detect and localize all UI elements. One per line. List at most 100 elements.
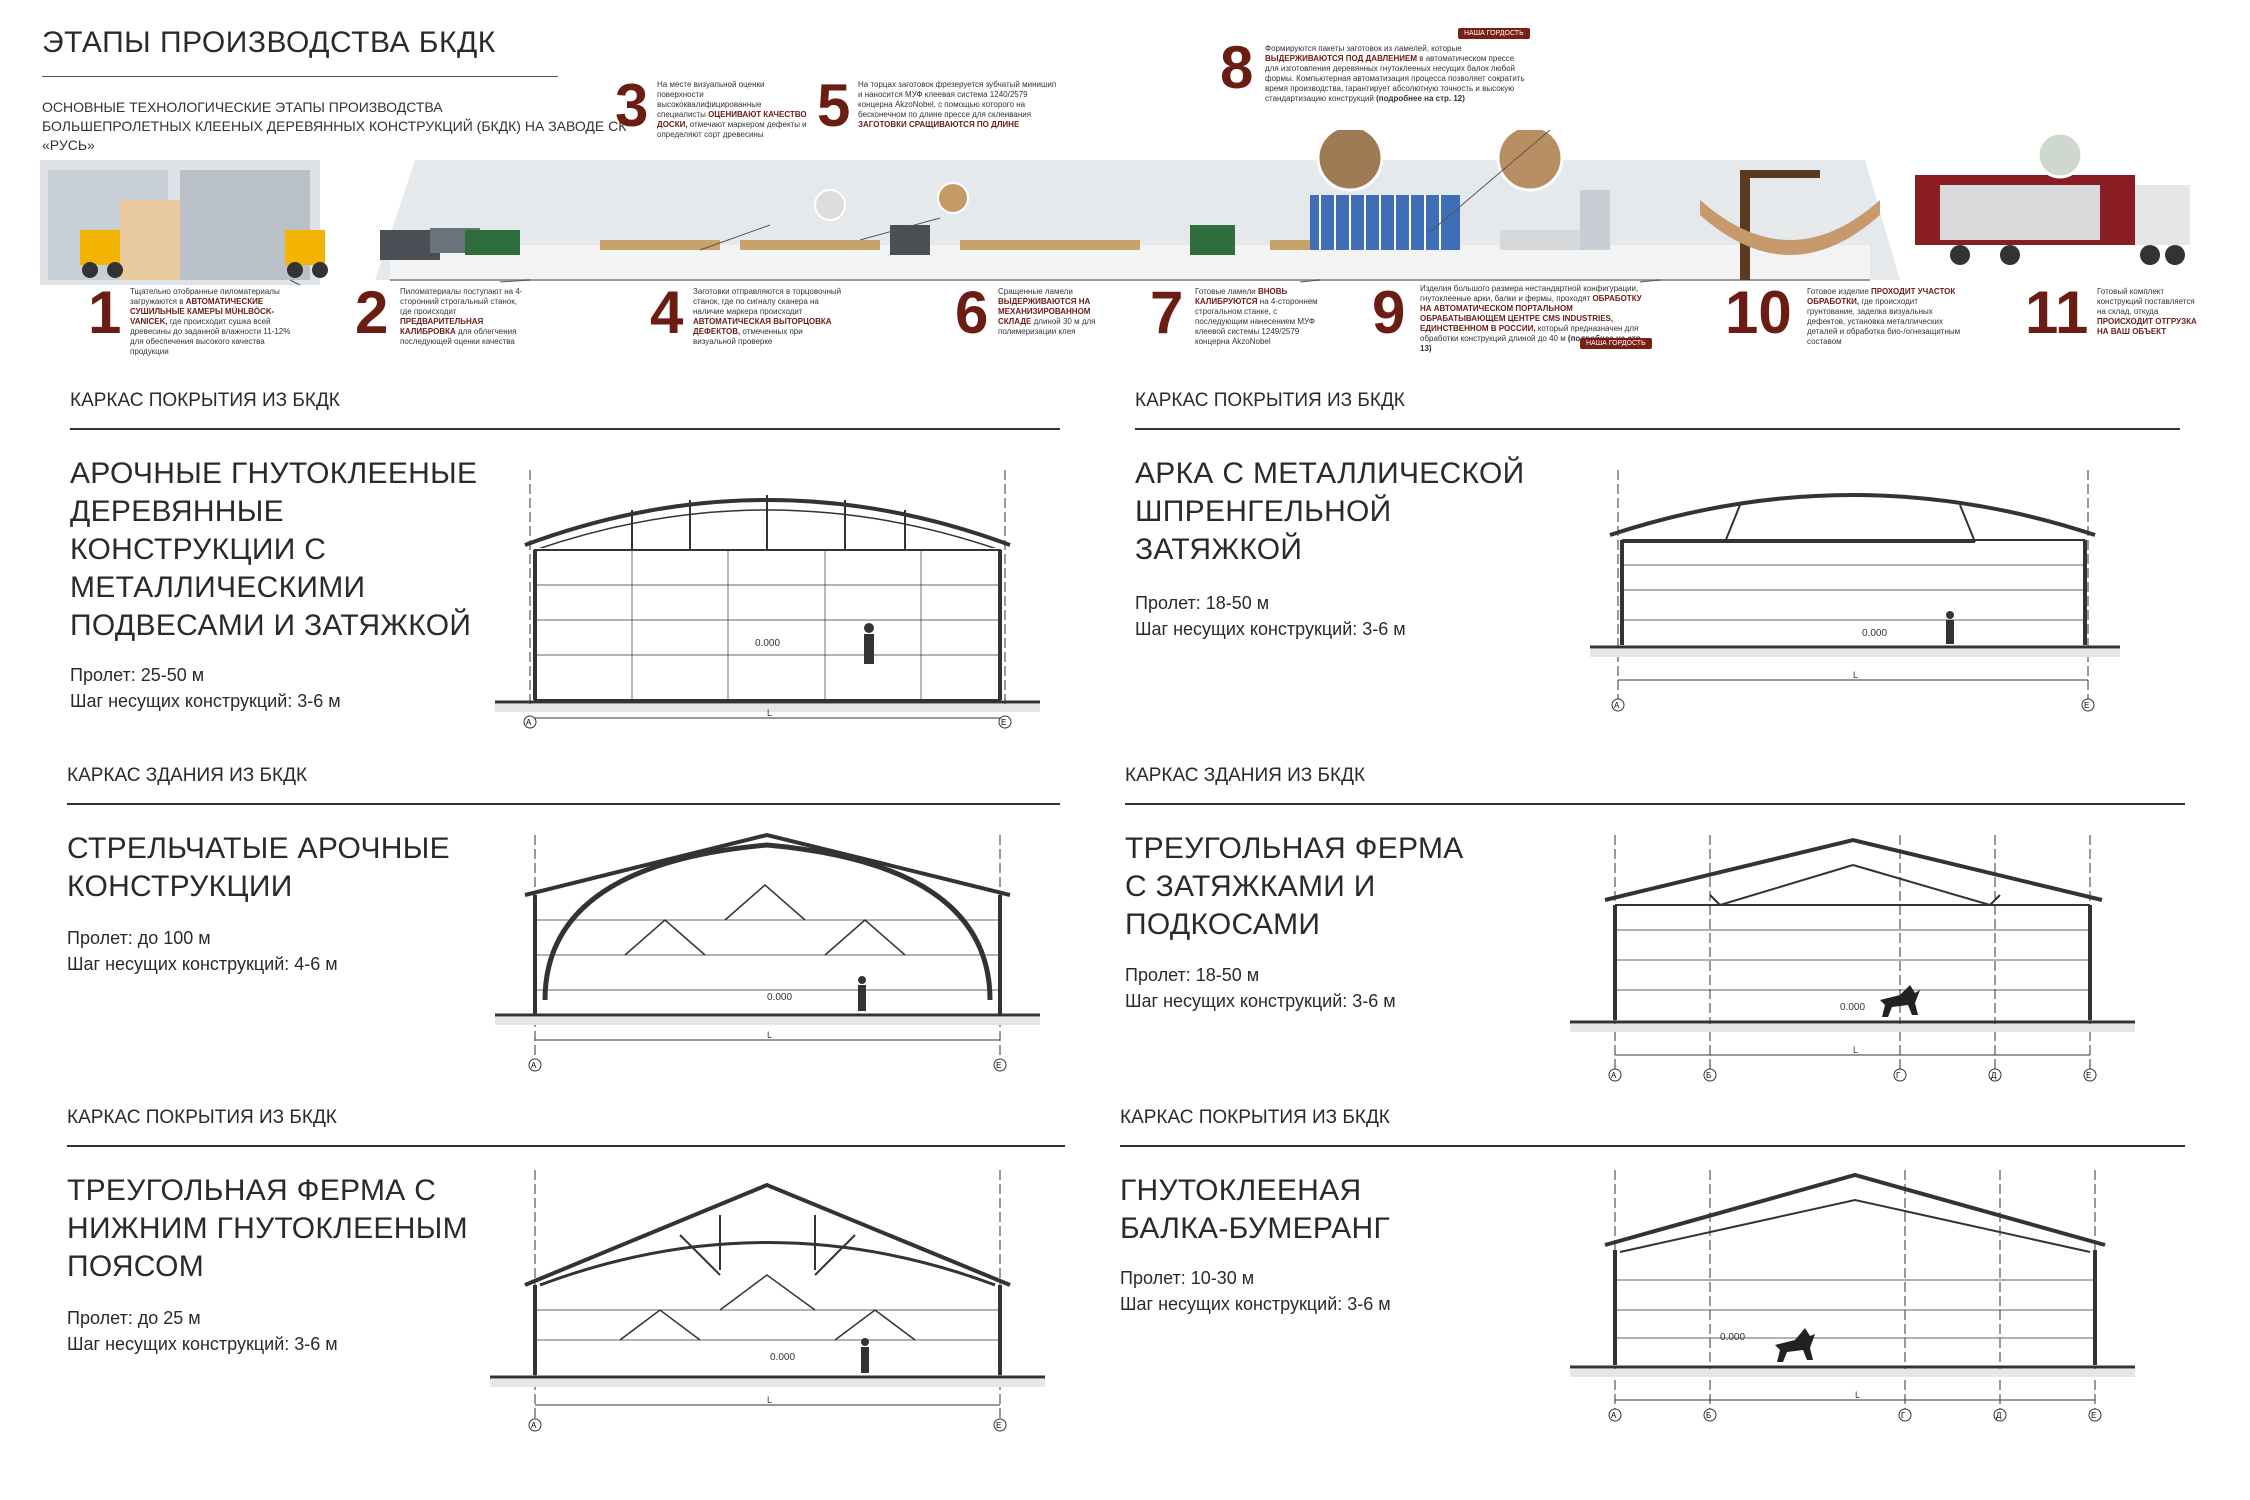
pitch-value: Шаг несущих конструкций: 3-6 м [1125,991,1396,1011]
page-title: ЭТАПЫ ПРОИЗВОДСТВА БКДК [42,26,496,59]
span-dimension: L [767,1395,772,1405]
step-number: 8 [1220,34,1254,101]
step-description: Заготовки отправляются в торцовочный ста… [693,287,842,346]
forklift-icon [80,230,123,278]
section-divider [1120,1145,2185,1147]
production-hall [375,160,1900,281]
level-mark: 0.000 [1862,628,1887,639]
step-description: Сращенные ламели ВЫДЕРЖИВАЮТСЯ НА МЕХАНИ… [998,287,1096,336]
section-label: КАРКАС ЗДАНИЯ ИЗ БКДК [67,765,308,786]
title-divider [42,76,558,77]
section-specs: Пролет: до 100 м Шаг несущих конструкций… [67,925,338,977]
axis-marker: Е [2086,1071,2091,1080]
press-illustration [1310,195,1460,250]
step-number: 1 [88,279,122,346]
axis-marker: Г [1901,1411,1906,1420]
level-mark: 0.000 [1720,1332,1745,1343]
section-specs: Пролет: 25-50 м Шаг несущих конструкций:… [70,662,341,714]
person-figure [1946,611,1954,644]
person-figure [858,976,866,1011]
ground-hatching [1590,649,2120,657]
drying-chamber-building [40,160,320,285]
ground-hatching [1570,1369,2135,1377]
step-number: 3 [615,72,649,139]
truck-illustration [1915,175,2190,265]
level-mark: 0.000 [770,1352,795,1363]
span-value: Пролет: 18-50 м [1135,593,1270,613]
step-number: 9 [1372,279,1406,346]
span-dimension: L [767,708,772,718]
span-value: Пролет: 25-50 м [70,665,205,685]
gantry-crane [1700,170,1880,280]
person-figure [861,1338,869,1373]
horse-figure [1775,1328,1815,1362]
axis-marker: Е [2084,701,2089,710]
section-specs: Пролет: до 25 м Шаг несущих конструкций:… [67,1305,338,1357]
axis-marker: Е [1001,718,1006,727]
production-line-illustration [40,130,2190,286]
leader-lines [289,130,1661,286]
ground-hatching [1570,1024,2135,1032]
span-value: Пролет: 10-30 м [1120,1268,1255,1288]
axis-marker: Д [1996,1411,2002,1420]
section-divider [1135,428,2180,430]
step-description: Формируются пакеты заготовок из ламелей,… [1265,44,1525,103]
ground-hatching [490,1379,1045,1387]
axis-marker: А [1611,1411,1617,1420]
subtitle-line-1: ОСНОВНЫЕ ТЕХНОЛОГИЧЕСКИЕ ЭТАПЫ ПРОИЗВОДС… [42,99,443,115]
forklift-icon [285,230,328,278]
axis-marker: А [526,718,532,727]
pride-badge: НАША ГОРДОСТЬ [1580,338,1652,349]
horse-figure [1880,985,1920,1017]
pitch-value: Шаг несущих конструкций: 4-6 м [67,954,338,974]
pitch-value: Шаг несущих конструкций: 3-6 м [1120,1294,1391,1314]
page-subtitle: ОСНОВНЫЕ ТЕХНОЛОГИЧЕСКИЕ ЭТАПЫ ПРОИЗВОДС… [42,98,642,155]
step-number: 11 [2025,279,2089,346]
span-dimension: L [1855,1390,1860,1400]
detail-circle [2036,131,2084,179]
span-value: Пролет: до 100 м [67,928,211,948]
section-specs: Пролет: 10-30 м Шаг несущих конструкций:… [1120,1265,1391,1317]
axis-marker: А [1611,1071,1617,1080]
building-section-drawing: 0.000 L А Е [490,1170,1045,1432]
step-number: 7 [1150,279,1184,346]
person-figure [864,623,874,664]
step-description: Пиломатериалы поступают на 4-сторонний с… [400,287,523,346]
step-description: На месте визуальной оценки поверхности в… [657,80,807,139]
span-dimension: L [767,1030,772,1040]
ground-hatching [495,1017,1040,1025]
level-mark: 0.000 [1840,1002,1865,1013]
axis-marker: Д [1991,1071,1997,1080]
axis-marker: Б [1706,1411,1711,1420]
section-label: КАРКАС ЗДАНИЯ ИЗ БКДК [1125,765,1366,786]
section-label: КАРКАС ПОКРЫТИЯ ИЗ БКДК [1120,1107,1390,1128]
section-divider [67,803,1060,805]
section-divider [1125,803,2185,805]
level-mark: 0.000 [755,638,780,649]
section-specs: Пролет: 18-50 м Шаг несущих конструкций:… [1135,590,1406,642]
step-number: 4 [650,279,684,346]
axis-marker: Е [2091,1411,2096,1420]
span-value: Пролет: до 25 м [67,1308,201,1328]
section-label: КАРКАС ПОКРЫТИЯ ИЗ БКДК [67,1107,337,1128]
section-specs: Пролет: 18-50 м Шаг несущих конструкций:… [1125,962,1396,1014]
machinery [380,190,1610,260]
building-section-drawing: 0.000 L А Б Г Д Е [1570,835,2135,1082]
axis-marker: Е [996,1421,1001,1430]
span-value: Пролет: 18-50 м [1125,965,1260,985]
span-dimension: L [1853,1045,1858,1055]
step-number: 5 [817,72,851,139]
building-section-drawing: 0.000 L А Е [495,832,1040,1072]
axis-marker: А [1614,701,1620,710]
pitch-value: Шаг несущих конструкций: 3-6 м [1135,619,1406,639]
pride-badge: НАША ГОРДОСТЬ [1458,28,1530,39]
pitch-value: Шаг несущих конструкций: 3-6 м [70,691,341,711]
axis-marker: Г [1896,1071,1901,1080]
level-mark: 0.000 [767,992,792,1003]
axis-marker: А [531,1061,537,1070]
axis-marker: А [531,1421,537,1430]
section-label: КАРКАС ПОКРЫТИЯ ИЗ БКДК [70,390,340,411]
